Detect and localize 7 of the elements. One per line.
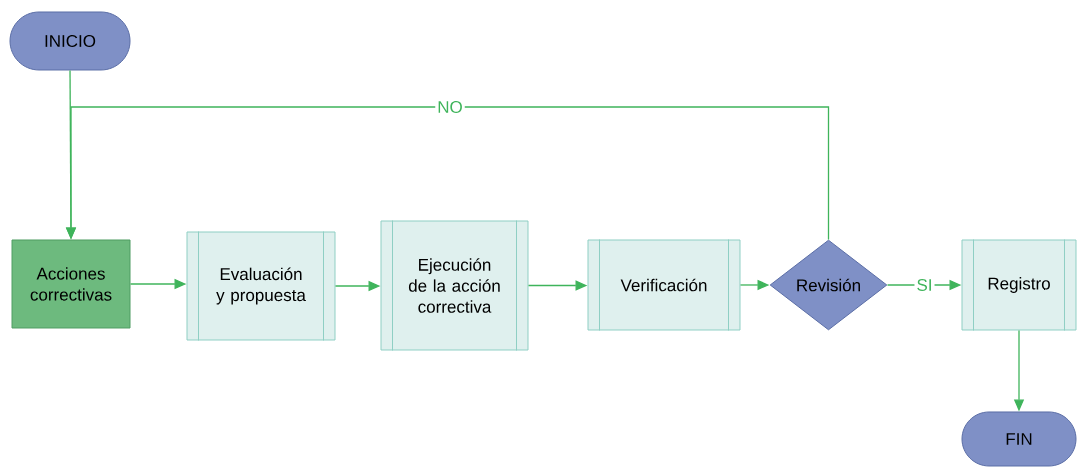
process-box: Acciones correctivas [11,239,131,329]
edge-label: NO [435,98,465,115]
predefined-process-box: Evaluación y propuesta [186,231,336,341]
predefined-process-box: Registro [961,239,1077,331]
edge-label: SI [914,276,935,293]
predefined-process-box: Verificación [587,239,741,331]
predefined-process-box: Ejecución de la acción correctiva [380,220,529,351]
